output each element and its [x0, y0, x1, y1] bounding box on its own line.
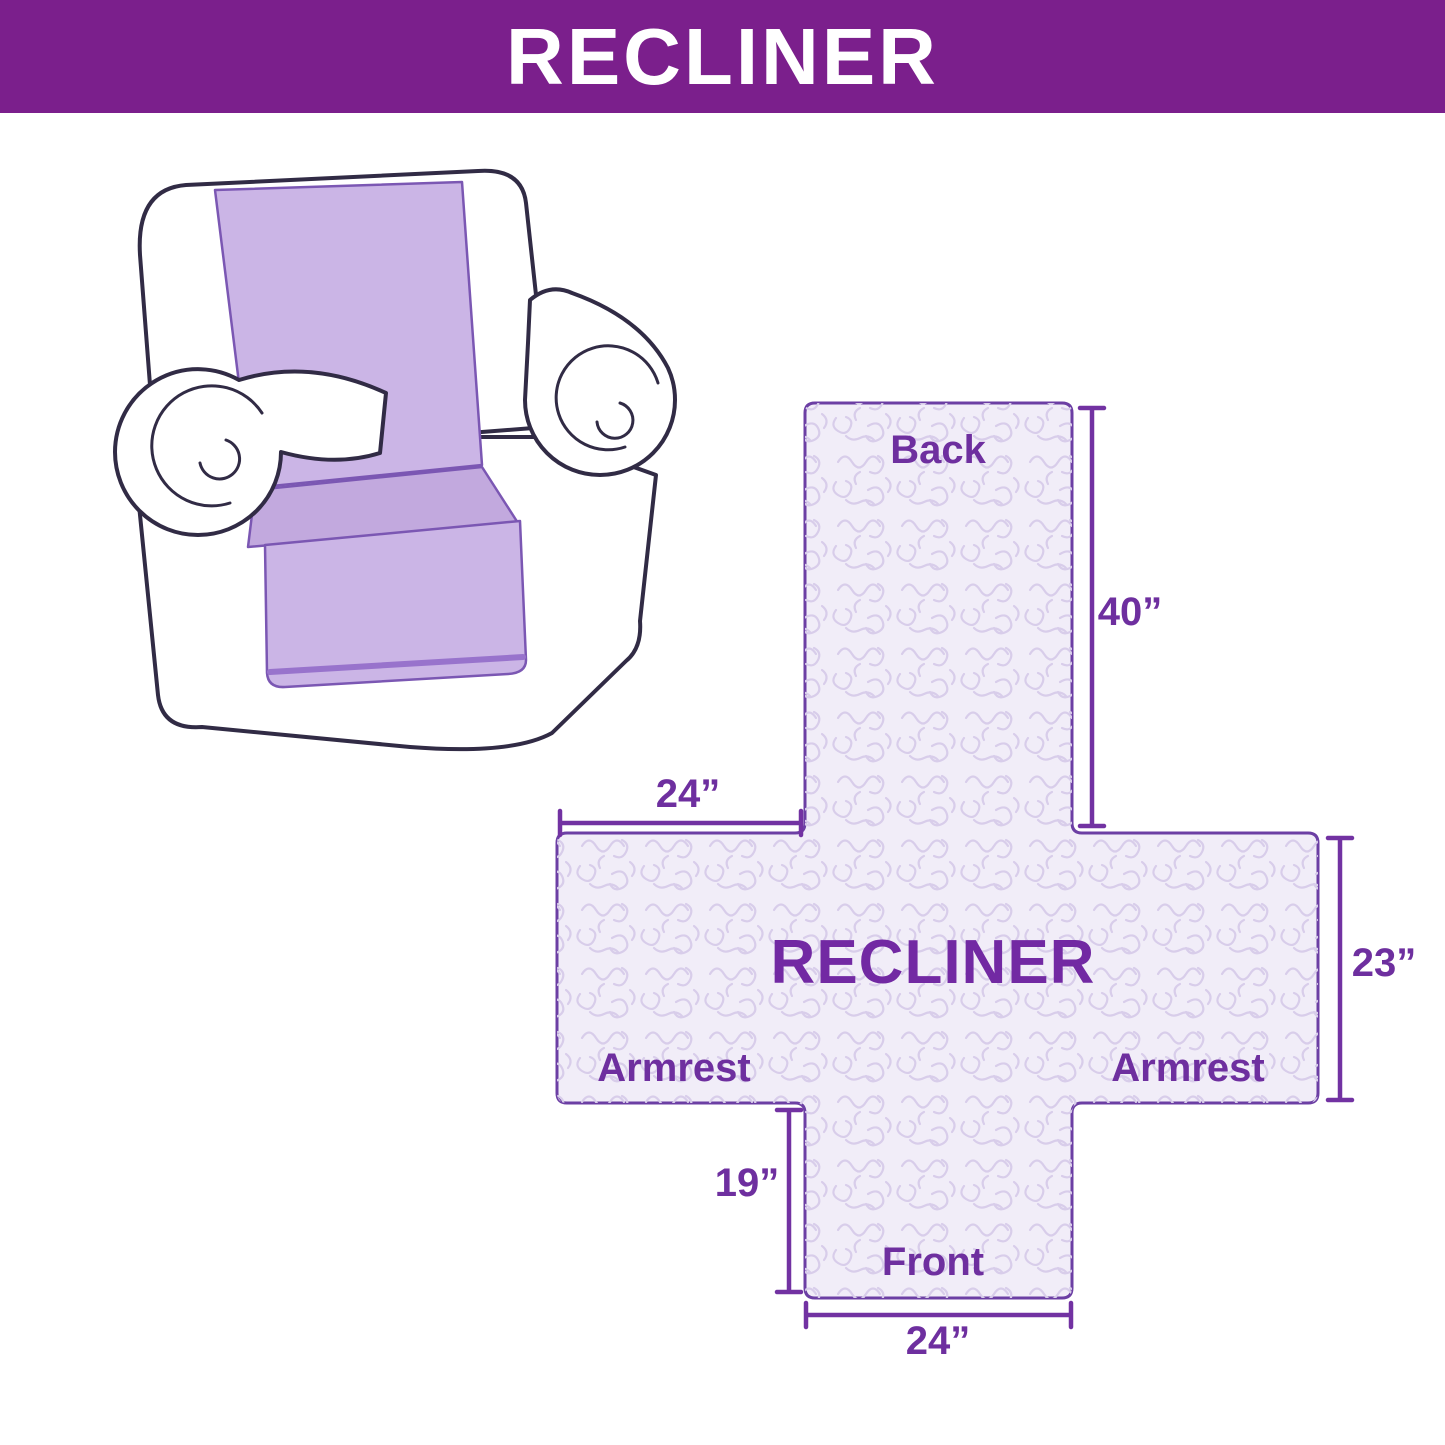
title-banner: RECLINER: [0, 0, 1445, 113]
label-armrest-right: Armrest: [1111, 1046, 1265, 1090]
dim-label-armrest-width: 24”: [655, 772, 721, 816]
label-armrest-left: Armrest: [597, 1046, 751, 1090]
chair-illustration-svg: [113, 168, 678, 752]
dim-label-back-height: 40”: [1097, 590, 1163, 634]
dim-line-front-height: [774, 1107, 804, 1295]
chair-left-arm-roll-line: [150, 384, 264, 508]
dim-label-side-height: 23”: [1351, 941, 1417, 985]
label-center-recliner: RECLINER: [770, 928, 1096, 997]
chair-left-arm: [113, 367, 388, 537]
dim-line-side-height: [1325, 835, 1355, 1103]
chair-cover-skirt-trim: [267, 654, 526, 675]
chair-right-arm: [523, 287, 678, 477]
label-front: Front: [881, 1240, 985, 1284]
chair-cover-front-skirt: [263, 519, 528, 689]
dim-label-front-height: 19”: [714, 1161, 780, 1205]
chair-illustration: [80, 155, 750, 785]
page-title: RECLINER: [506, 11, 939, 101]
dim-label-front-width: 24”: [905, 1319, 971, 1363]
label-back: Back: [890, 428, 986, 472]
chair-left-arm-roll-curl: [198, 438, 242, 481]
